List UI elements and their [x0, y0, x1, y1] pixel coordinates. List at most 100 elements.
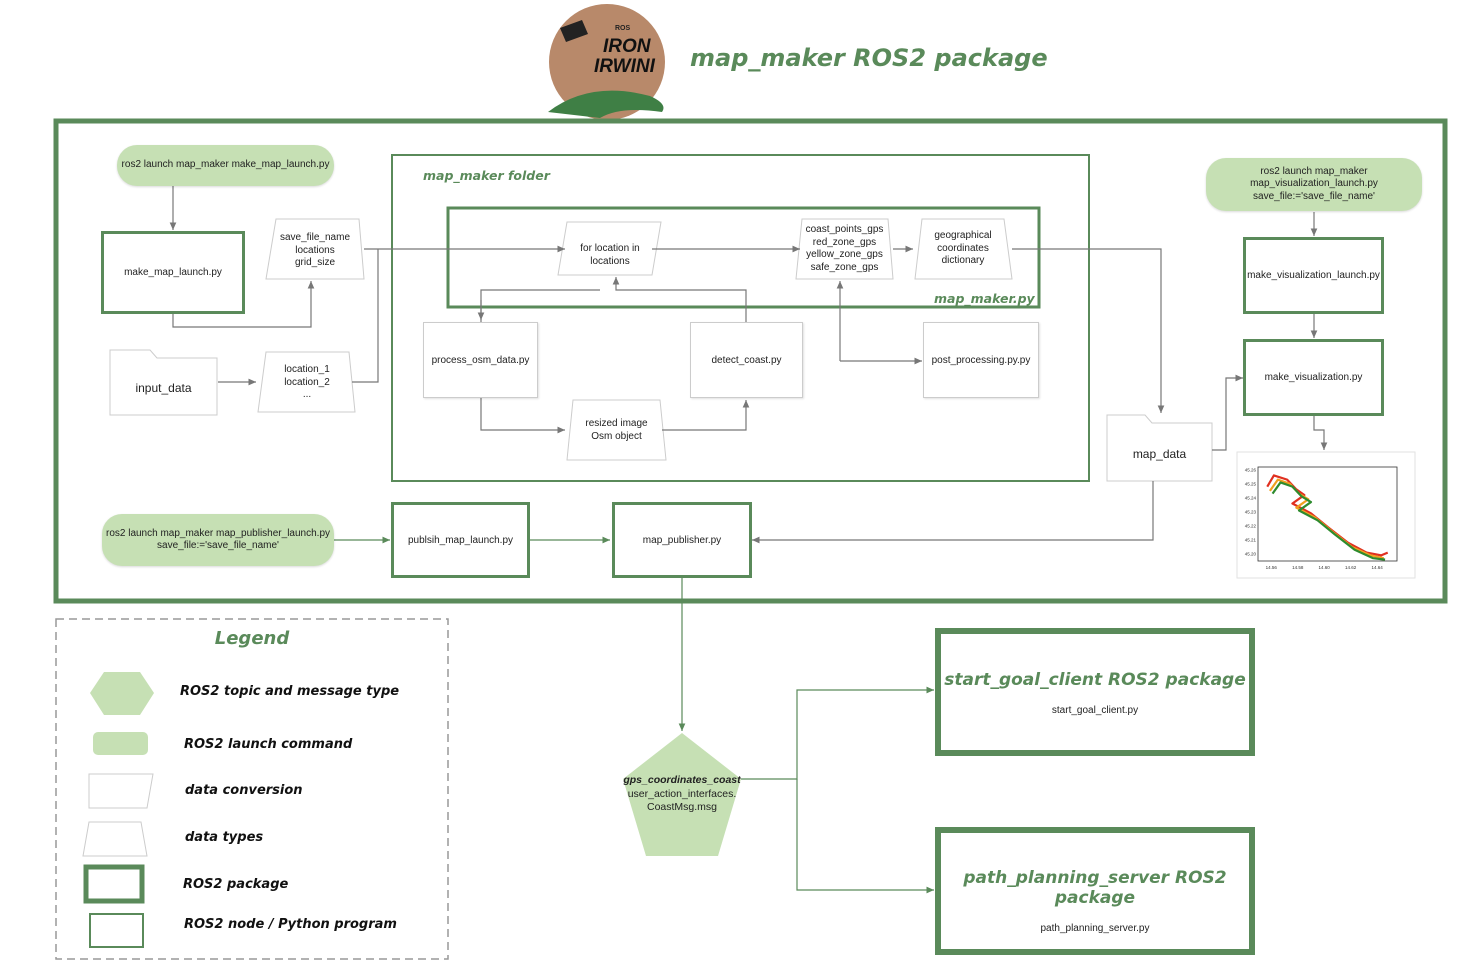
inner-title: map_maker.py: [934, 291, 1035, 306]
launch-pub-line2: save_file:='save_file_name': [157, 540, 279, 551]
node-publish-map-launch: publsih_map_launch.py: [391, 502, 530, 578]
gps-topic-pentagon: [623, 733, 741, 856]
legend-item-topic: ROS2 topic and message type: [180, 684, 400, 699]
detect-coast-box: detect_coast.py: [690, 322, 803, 398]
topic-text: gps_coordinates_coast user_action_interf…: [600, 774, 764, 815]
launch-visualization: ros2 launch map_maker map_visualization_…: [1206, 158, 1422, 211]
plot-ytick-label: 45.24: [1245, 495, 1257, 500]
resized-text: resized image Osm object: [569, 418, 664, 443]
map-maker-package-frame: [53, 118, 1448, 604]
location-1: location_1: [284, 364, 330, 375]
launch-viz-line2: map_visualization_launch.py: [1250, 178, 1378, 190]
topic-name: gps_coordinates_coast: [623, 774, 741, 786]
node-map-publisher-label: map_publisher.py: [642, 534, 722, 546]
process-osm-box: process_osm_data.py: [423, 322, 538, 398]
for-loop-shape: [557, 221, 662, 276]
plot-ytick-label: 45.21: [1245, 537, 1257, 542]
legend-datatype-shape: [82, 821, 148, 857]
launch-viz-line3: save_file:='save_file_name': [1253, 190, 1375, 202]
plot-series-1: [1269, 478, 1384, 560]
param-1: save_file_name: [279, 232, 351, 243]
path-planning-node: path_planning_server.py: [1040, 923, 1150, 934]
geo-dict-1: geographical: [934, 230, 992, 241]
launch-pub-line1: ros2 launch map_maker map_publisher_laun…: [105, 527, 331, 539]
process-osm-label: process_osm_data.py: [431, 354, 530, 366]
map-data-folder-icon: [1106, 414, 1213, 482]
resized-shape: [566, 399, 667, 461]
start-goal-package: start_goal_client ROS2 package start_goa…: [935, 628, 1255, 756]
node-make-visualization-launch-label: make_visualization_launch.py: [1247, 270, 1380, 281]
logo-line1: IRON: [603, 36, 652, 57]
legend-title: Legend: [214, 628, 290, 649]
logo-small-text: ROS: [615, 25, 631, 32]
legend-box: [55, 618, 449, 960]
params-text: save_file_name locations grid_size: [268, 232, 362, 270]
locations-text: location_1 location_2 ...: [260, 364, 354, 402]
plot-ytick-label: 45.25: [1245, 481, 1257, 486]
param-2: locations: [295, 244, 335, 256]
map-maker-folder-frame: [391, 154, 1090, 482]
geo-dict-text: geographical coordinates dictionary: [915, 230, 1011, 268]
launch-publisher: ros2 launch map_maker map_publisher_laun…: [102, 514, 334, 566]
path-planning-package: path_planning_server ROS2 package path_p…: [935, 827, 1255, 955]
for-loop-label: for location in locations: [580, 243, 640, 267]
gps-outputs-shape: [795, 218, 894, 280]
node-make-visualization-label: make_visualization.py: [1264, 372, 1363, 383]
path-planning-title: path_planning_server ROS2 package: [963, 868, 1227, 908]
post-processing-label: post_processing.py.py: [931, 354, 1031, 366]
detect-coast-label: detect_coast.py: [711, 354, 782, 366]
post-processing-box: post_processing.py.py: [923, 322, 1039, 398]
topic-type-2: CoastMsg.msg: [646, 801, 718, 813]
map-maker-py-frame: [446, 206, 1041, 309]
node-map-publisher: map_publisher.py: [612, 502, 752, 578]
legend-conversion-shape: [88, 773, 154, 809]
plot-series-2: [1271, 481, 1386, 561]
legend-item-datatypes: data types: [185, 830, 264, 845]
location-2: location_2: [284, 376, 330, 388]
geo-dict-3: dictionary: [941, 255, 985, 266]
geo-dict-2: coordinates: [937, 242, 989, 254]
input-data-folder-icon: [109, 349, 218, 416]
params-shape: [265, 218, 365, 280]
gps-output-4: safe_zone_gps: [810, 261, 879, 273]
plot-ytick-label: 45.20: [1245, 551, 1257, 556]
plot-xtick-label: 14.58: [1292, 565, 1304, 570]
legend-item-package: ROS2 package: [183, 877, 289, 892]
ros-iron-irwini-logo: ROS IRON IRWINI: [548, 4, 665, 120]
node-make-visualization: make_visualization.py: [1243, 339, 1384, 416]
plot-ytick-label: 45.26: [1245, 467, 1257, 472]
plot-ytick-label: 45.23: [1245, 509, 1257, 514]
map-data-label: map_data: [1132, 447, 1187, 461]
geo-dict-shape: [914, 218, 1013, 280]
gps-output-2: red_zone_gps: [812, 236, 877, 248]
legend-item-conversion: data conversion: [185, 783, 303, 798]
locations-shape: [257, 351, 356, 413]
node-publish-map-launch-label: publsih_map_launch.py: [407, 534, 514, 546]
start-goal-node: start_goal_client.py: [1051, 705, 1139, 716]
location-more: ...: [302, 389, 312, 400]
resized-line1: resized image: [585, 418, 648, 429]
node-make-map-launch-label: make_map_launch.py: [124, 267, 222, 278]
gps-output-3: yellow_zone_gps: [806, 249, 883, 260]
resized-line2: Osm object: [591, 430, 642, 442]
legend-package-rect: [83, 864, 145, 904]
gps-outputs-text: coast_points_gps red_zone_gps yellow_zon…: [797, 224, 892, 274]
legend-topic-hexagon: [90, 672, 154, 715]
logo-line2: IRWINI: [594, 56, 656, 77]
node-make-map-launch: make_map_launch.py: [101, 231, 245, 314]
plot-xtick-label: 14.56: [1266, 565, 1278, 570]
plot-xtick-label: 14.64: [1372, 565, 1384, 570]
launch-make-map-text: ros2 launch map_maker make_map_launch.py: [121, 159, 330, 171]
legend-item-node: ROS2 node / Python program: [184, 917, 397, 932]
launch-make-map: ros2 launch map_maker make_map_launch.py: [117, 145, 334, 186]
page-title: map_maker ROS2 package: [690, 44, 1048, 72]
plot-xtick-label: 14.60: [1319, 565, 1331, 570]
launch-viz-line1: ros2 launch map_maker: [1260, 165, 1368, 177]
input-data-label: input_data: [135, 381, 192, 395]
plot-ytick-label: 45.22: [1245, 523, 1257, 528]
start-goal-title: start_goal_client ROS2 package: [944, 670, 1246, 690]
legend-item-launch: ROS2 launch command: [184, 737, 353, 752]
topic-type-1: user_action_interfaces.: [627, 787, 737, 800]
